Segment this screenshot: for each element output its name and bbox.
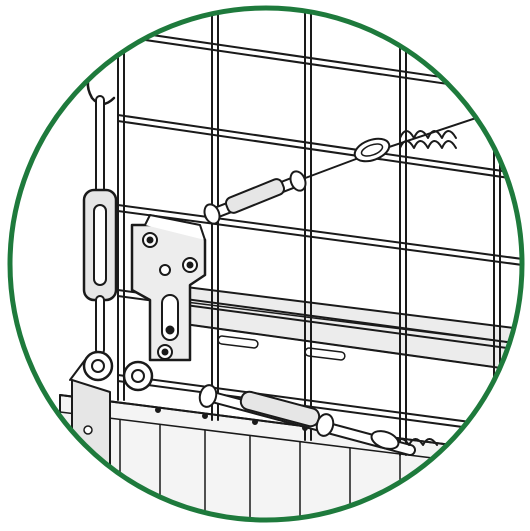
diagonal-turnbuckle <box>203 170 307 225</box>
vertical-turnbuckle <box>69 46 154 392</box>
callout-ring <box>7 5 525 523</box>
bracket-plate <box>130 214 207 362</box>
lower-turnbuckle <box>198 384 438 456</box>
